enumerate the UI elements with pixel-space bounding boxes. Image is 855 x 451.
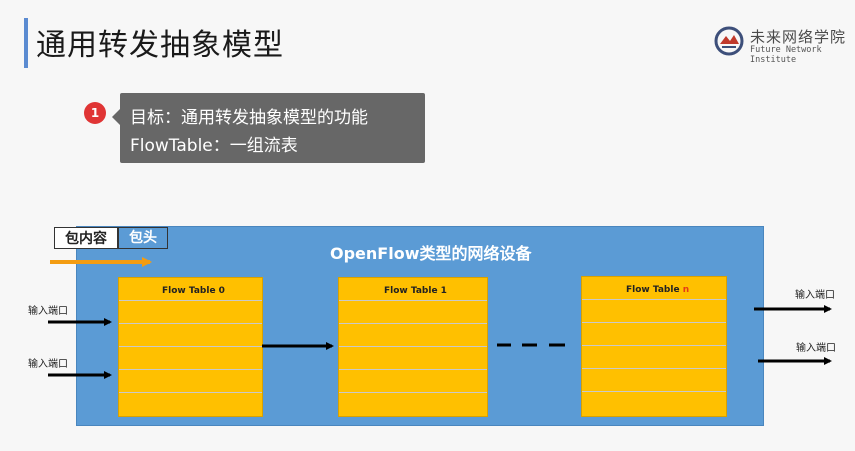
packet-header-label: 包头 [118, 227, 168, 249]
output-port-label-1: 输入端口 [795, 290, 835, 301]
callout-box: 目标：通用转发抽象模型的功能 FlowTable：一组流表 [112, 93, 425, 163]
input-port-label-2: 输入端口 [28, 359, 68, 370]
flow-table-1 [338, 277, 488, 417]
flow-table-n-index: n [682, 285, 690, 295]
callout-goal-text: 目标：通用转发抽象模型的功能 [130, 108, 368, 128]
device-title: OpenFlow类型的网络设备 [330, 244, 532, 263]
input-port-label-1: 输入端口 [28, 306, 68, 317]
packet-content-label: 包内容 [54, 227, 118, 249]
flow-table-0 [118, 277, 263, 417]
page-title: 通用转发抽象模型 [36, 28, 284, 63]
flow-table-1-label: Flow Table 1 [384, 286, 447, 296]
flow-table-0-label: Flow Table 0 [162, 286, 225, 296]
flow-table-n-prefix: Flow Table [626, 285, 683, 295]
flow-table-n [581, 276, 727, 417]
callout-flowtable-text: FlowTable：一组流表 [130, 136, 298, 156]
logo-name-cn: 未来网络学院 [750, 28, 847, 46]
network-logo-icon [714, 26, 744, 56]
output-port-label-2: 输入端口 [796, 343, 836, 354]
step-badge: 1 [84, 102, 106, 124]
flow-table-n-label: Flow Table n [626, 285, 689, 295]
logo-name-en: Future Network Institute [750, 45, 822, 65]
title-accent-bar [24, 18, 28, 68]
